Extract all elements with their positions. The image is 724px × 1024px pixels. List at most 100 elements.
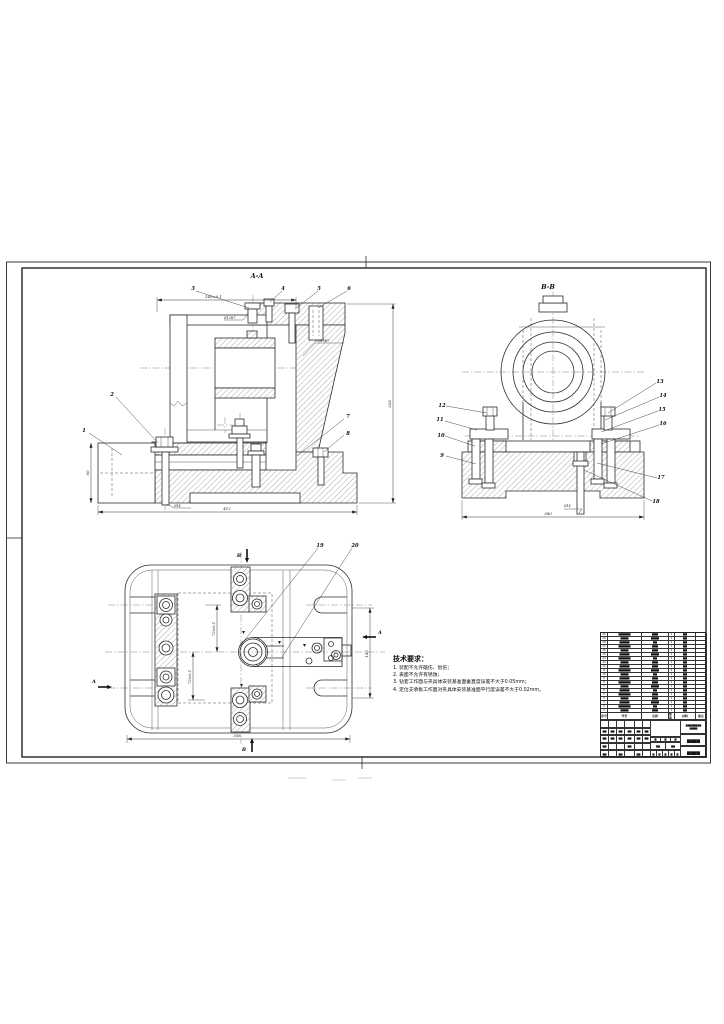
title-block-sheet-cell: ▆	[651, 750, 657, 758]
parts-row-cell: ▆▆▆▆▆	[608, 641, 642, 645]
parts-row-cell: ▆▆▆▆▆	[608, 653, 642, 657]
parts-row-cell: ▆▆▆▆	[608, 685, 642, 689]
parts-row-cell	[696, 701, 707, 705]
parts-row-cell: 8	[601, 681, 608, 685]
title-block-signature-cell: ▆▆	[643, 735, 651, 743]
parts-row-cell: ▆▆▆	[642, 665, 669, 669]
locator-mark	[240, 684, 243, 687]
parts-row-cell: ▆▆▆▆▆▆	[608, 681, 642, 685]
title-block-signature-cell: ▆▆	[601, 742, 609, 751]
balloon-15: 15	[658, 407, 666, 413]
parts-row-cell	[696, 641, 707, 645]
parts-row-cell	[696, 637, 707, 641]
bb-balloons: 12 11 10 9 13 14 15 16 17 18	[436, 379, 667, 505]
balloon-1: 1	[82, 428, 86, 434]
parts-row-cell: 10	[601, 673, 608, 677]
balloon-14: 14	[659, 393, 667, 399]
parts-header-cell: 备注	[696, 713, 707, 720]
note-bb-hole: Ø14	[563, 503, 571, 508]
title-block-signature-cell	[601, 720, 609, 728]
parts-row-cell: ▆▆	[642, 673, 669, 677]
parts-row-cell: 13	[601, 661, 608, 665]
bb-clamps	[468, 406, 631, 515]
parts-row-cell	[696, 705, 707, 709]
title-block-signature-cell	[635, 720, 643, 728]
parts-row-cell: ▆▆	[675, 649, 696, 653]
title-block-scale-cell: ▆▆	[666, 742, 681, 750]
parts-row-cell	[696, 693, 707, 697]
parts-row-cell: ▆▆	[675, 681, 696, 685]
title-block-signature-cell	[643, 720, 651, 728]
parts-row-cell: 15	[601, 653, 608, 657]
title-block-mark-cell: ▆	[671, 737, 681, 742]
title-block-sheet-cell: ▆	[669, 750, 675, 758]
parts-row-cell: ▆▆▆▆	[642, 637, 669, 641]
plan-clamp-top	[230, 566, 267, 613]
title-block-signature-cell	[609, 720, 617, 728]
balloon-13: 13	[656, 379, 664, 385]
parts-row-cell: ▆▆	[675, 705, 696, 709]
plan-dimensions: 73±0.1 73±0.1 140 358	[126, 604, 374, 743]
parts-row-cell	[696, 653, 707, 657]
parts-row-cell: ▆▆▆▆	[642, 669, 669, 673]
title-block-scale-cell: ▆▆	[651, 742, 666, 750]
parts-row-cell: ▆▆	[675, 653, 696, 657]
view-title-aa: A-A	[250, 272, 264, 280]
title-block-signature-cell: ▆▆	[625, 727, 635, 736]
title-block-signature-cell	[625, 750, 635, 758]
section-mark-bottom: B	[241, 747, 246, 753]
parts-row-cell: ▆▆	[675, 709, 696, 713]
parts-row-cell: 1	[669, 637, 675, 641]
parts-row-cell: 19	[601, 637, 608, 641]
balloon-19: 19	[316, 543, 324, 549]
title-block-signature-cell	[609, 750, 617, 758]
parts-row-cell: ▆▆▆▆▆▆	[608, 645, 642, 649]
section-mark-left: A	[91, 679, 96, 685]
parts-row-cell: 4	[669, 689, 675, 693]
parts-row-cell: 3	[601, 701, 608, 705]
parts-row-cell: ▆▆	[642, 689, 669, 693]
balloon-16: 16	[659, 421, 667, 427]
parts-row-cell	[696, 697, 707, 701]
dim-aa-right: 328	[387, 400, 392, 408]
balloon-18: 18	[652, 499, 660, 505]
parts-row-cell: 4	[669, 649, 675, 653]
dim-plan-v2: 73±0.1	[187, 670, 192, 684]
parts-row-cell: ▆▆	[642, 641, 669, 645]
parts-row-cell: 14	[601, 657, 608, 661]
balloon-17: 17	[657, 475, 665, 481]
parts-row-cell: ▆▆▆▆	[642, 701, 669, 705]
parts-row-cell	[696, 689, 707, 693]
parts-row-cell: 1	[669, 677, 675, 681]
title-block-part-name: ▆▆▆▆	[681, 734, 707, 746]
plan-clamp-bottom	[230, 685, 267, 733]
parts-row-cell: ▆▆	[675, 665, 696, 669]
dim-plan-bottom: 358	[233, 733, 241, 738]
parts-row-cell: ▆▆	[642, 705, 669, 709]
title-block-signature-cell: ▆▆	[601, 727, 609, 736]
parts-row-cell: ▆▆▆	[642, 633, 669, 637]
title-block-signature-cell: ▆▆	[617, 727, 625, 736]
title-block-signature-cell	[609, 742, 617, 751]
title-block-signature-cell: ▆▆	[609, 727, 617, 736]
parts-row-cell: ▆▆▆	[642, 709, 669, 713]
dim-bb-bottom: 380	[544, 511, 552, 516]
section-mark-top: B	[236, 553, 241, 559]
parts-row-cell	[696, 681, 707, 685]
plan-view: 73±0.1 73±0.1 140 358 B B A A	[91, 543, 385, 753]
parts-row-cell: ▆▆▆	[642, 681, 669, 685]
parts-row-cell: 1	[669, 661, 675, 665]
title-block-signature-cell: ▆▆	[635, 727, 643, 736]
bb-dimensions: 380 Ø14	[461, 500, 645, 520]
parts-row-cell: 11	[601, 669, 608, 673]
parts-row-cell	[696, 661, 707, 665]
parts-row-cell: 1	[669, 685, 675, 689]
title-block-sheet-cell: ▆	[675, 750, 681, 758]
parts-row-cell: 2	[601, 705, 608, 709]
parts-list-and-title-block: 20▆▆▆▆▆▆▆▆▆1▆▆19▆▆▆▆▆▆▆▆1▆▆18▆▆▆▆▆▆▆2▆▆1…	[600, 632, 707, 758]
parts-row-cell: ▆▆▆	[642, 677, 669, 681]
title-block-signature-cell: ▆▆	[625, 735, 635, 743]
aa-balloons: 1 2 3 4 5 6 7 8	[82, 286, 351, 457]
parts-row-cell: 5	[601, 693, 608, 697]
